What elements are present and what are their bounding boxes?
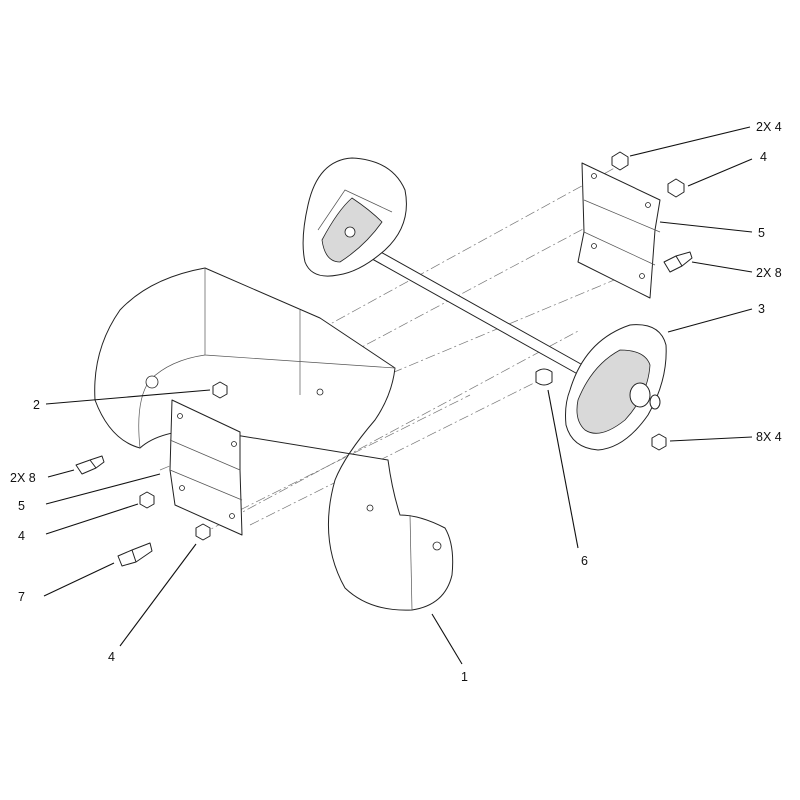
callout-1: 1 [461, 670, 468, 684]
nut-right-plate [651, 433, 667, 451]
callout-4-left: 4 [18, 529, 25, 543]
nut-top-right-1 [611, 151, 629, 171]
nut-left-1 [139, 491, 155, 509]
auger-housing [94, 267, 454, 611]
callout-5-left: 5 [18, 499, 25, 513]
callout-7: 7 [18, 590, 25, 604]
callout-8x4: 8X 4 [756, 430, 782, 444]
bolt-long-left [117, 542, 153, 567]
callout-2x8-right: 2X 8 [756, 266, 782, 280]
callout-3: 3 [758, 302, 765, 316]
callouts: 2X 4 4 5 2X 8 3 8X 4 6 2 2X 8 5 4 7 4 1 [10, 120, 782, 684]
leader-lines [43, 126, 753, 665]
callout-5-right: 5 [758, 226, 765, 240]
bolt-left [75, 455, 105, 475]
callout-2: 2 [33, 398, 40, 412]
hardware [75, 151, 693, 567]
callout-4-top: 4 [760, 150, 767, 164]
nut-top-right-2 [667, 178, 685, 198]
callout-4-bottom: 4 [108, 650, 115, 664]
shaft-assembly [302, 157, 667, 451]
skid-plate-right [577, 162, 661, 299]
nut-center-left [212, 381, 228, 399]
nut-left-2 [195, 523, 211, 541]
skid-plate-left [169, 399, 243, 536]
bolt-right [663, 251, 693, 273]
callout-2x4-top: 2X 4 [756, 120, 782, 134]
callout-6: 6 [581, 554, 588, 568]
carriage-bolt-center [535, 368, 553, 386]
callout-2x8-left: 2X 8 [10, 471, 36, 485]
